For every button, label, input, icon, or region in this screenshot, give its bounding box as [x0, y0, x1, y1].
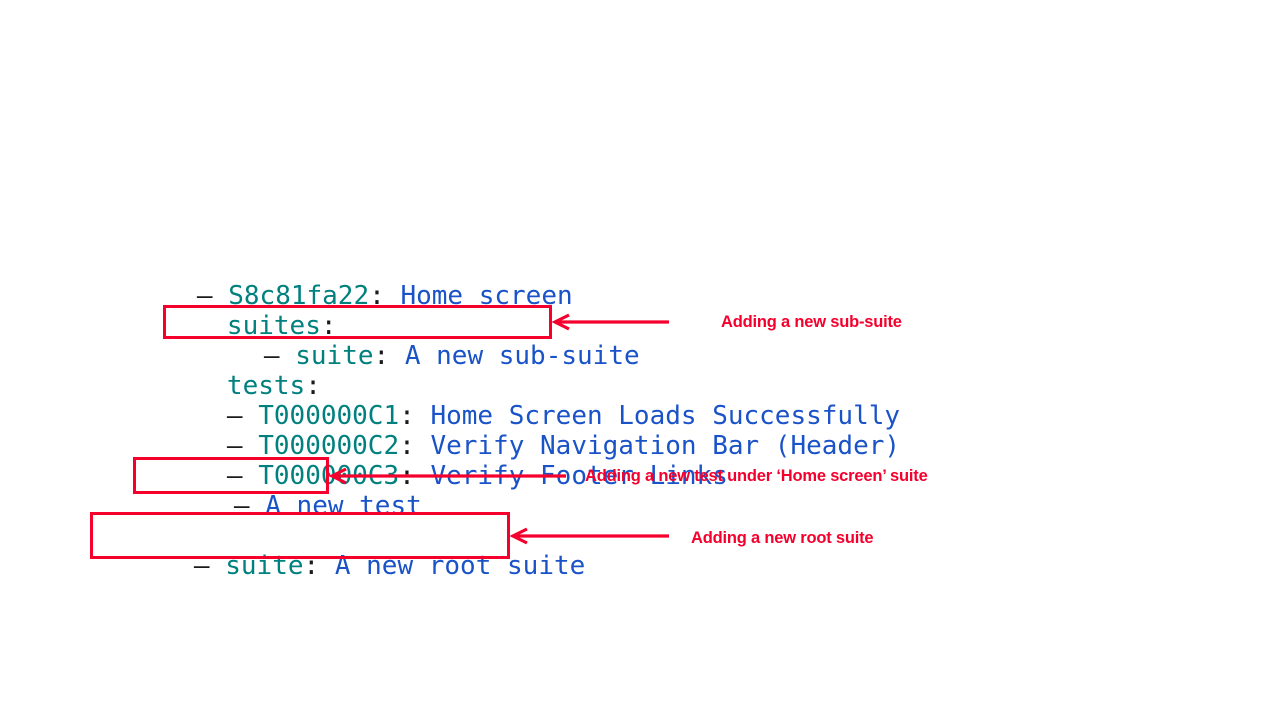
tree-line-test-2: – T000000C2: Verify Navigation Bar (Head…	[133, 401, 900, 491]
colon: :	[320, 311, 337, 341]
bullet-dash: –	[226, 461, 243, 491]
colon: :	[373, 341, 390, 371]
arrow-to-new-test	[328, 467, 568, 485]
arrow-to-sub-suite	[551, 313, 671, 331]
colon: :	[369, 281, 385, 311]
test-id: T000000C1	[258, 401, 400, 431]
test-id: T000000C2	[258, 431, 400, 461]
bullet-dash: –	[226, 431, 243, 461]
colon: :	[399, 431, 415, 461]
annotation-label-new-test: Adding a new test under ‘Home screen’ su…	[585, 467, 928, 485]
highlight-box-new-root-suite	[90, 512, 510, 559]
colon: :	[305, 371, 321, 401]
test-title: Verify Navigation Bar (Header)	[430, 431, 901, 461]
annotation-label-sub-suite: Adding a new sub-suite	[721, 313, 902, 331]
sub-suite-name: A new sub-suite	[404, 341, 640, 371]
colon: :	[399, 401, 415, 431]
arrow-to-new-root-suite	[509, 527, 671, 545]
highlight-box-sub-suite	[163, 305, 552, 339]
tree-line-tests-key: tests:	[133, 341, 321, 431]
bullet-dash: –	[226, 401, 243, 431]
highlight-box-new-test	[133, 457, 329, 494]
test-title: Home Screen Loads Successfully	[430, 401, 901, 431]
tests-key-label: tests	[226, 371, 306, 401]
suite-key: suite	[295, 341, 374, 371]
new-test-name: A new test	[265, 491, 422, 521]
bullet-dash: –	[196, 281, 213, 311]
tree-line-new-sub-suite: – suite: A new sub-suite	[170, 311, 640, 401]
tree-line-test-1: – T000000C1: Home Screen Loads Successfu…	[133, 371, 900, 461]
annotation-label-new-root-suite: Adding a new root suite	[691, 529, 874, 547]
bullet-dash: –	[263, 341, 280, 371]
